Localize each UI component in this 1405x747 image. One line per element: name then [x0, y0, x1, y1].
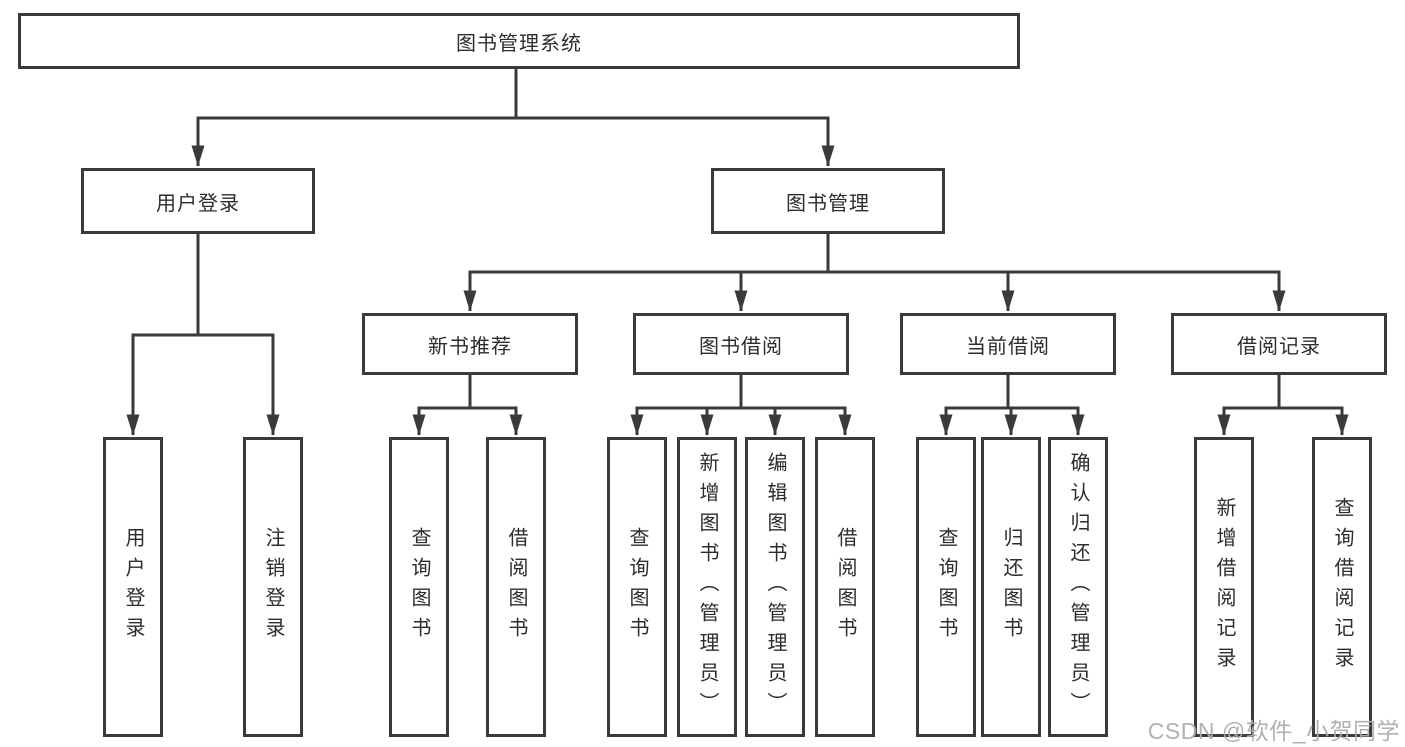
node-label: 查询图书 [935, 527, 957, 647]
node-label: 查询图书 [408, 527, 430, 647]
csdn-watermark: CSDN @软件_小贺同学 [1147, 718, 1400, 744]
node-label: 图书管理 [786, 192, 870, 215]
node-label: 确认归还（管理员） [1067, 452, 1089, 722]
node-label: 查询借阅记录 [1331, 497, 1353, 677]
node-leaf-user-login: 用户登录 [103, 437, 163, 737]
connector-new-book-rec-to-leaves [412, 373, 523, 436]
node-leaf-borrow-books-2: 借阅图书 [815, 437, 875, 737]
node-leaf-add-borrow-record: 新增借阅记录 [1194, 437, 1254, 737]
node-leaf-add-books-admin: 新增图书（管理员） [677, 437, 737, 737]
connector-borrow-records-to-leaves [1217, 373, 1349, 436]
node-label: 用户登录 [156, 192, 240, 215]
node-label: 查询图书 [626, 527, 648, 647]
node-book-borrowing: 图书借阅 [633, 313, 849, 375]
node-leaf-logout: 注销登录 [243, 437, 303, 737]
node-root-system: 图书管理系统 [18, 13, 1020, 69]
node-label: 用户登录 [122, 527, 144, 647]
node-label: 当前借阅 [966, 335, 1050, 358]
node-label: 借阅记录 [1237, 335, 1321, 358]
node-label: 编辑图书（管理员） [764, 452, 786, 722]
node-leaf-query-books-3: 查询图书 [916, 437, 976, 737]
node-label: 图书借阅 [699, 335, 783, 358]
node-label: 注销登录 [262, 527, 284, 647]
connector-book-mgmt-to-level3 [463, 232, 1286, 312]
node-label: 归还图书 [1000, 527, 1022, 647]
node-new-book-recommend: 新书推荐 [362, 313, 578, 375]
node-label: 新增借阅记录 [1213, 497, 1235, 677]
node-leaf-query-borrow-record: 查询借阅记录 [1312, 437, 1372, 737]
node-current-borrowing: 当前借阅 [900, 313, 1116, 375]
node-leaf-return-books: 归还图书 [981, 437, 1041, 737]
node-leaf-query-books-2: 查询图书 [607, 437, 667, 737]
node-user-login: 用户登录 [81, 168, 315, 234]
connector-book-borrow-to-leaves [630, 373, 852, 436]
connector-current-borrow-to-leaves [939, 373, 1085, 436]
node-leaf-query-books-1: 查询图书 [389, 437, 449, 737]
connector-user-login-to-leaves [126, 232, 280, 436]
node-book-management: 图书管理 [711, 168, 945, 234]
node-leaf-confirm-return-admin: 确认归还（管理员） [1048, 437, 1108, 737]
node-label: 新书推荐 [428, 335, 512, 358]
node-label: 图书管理系统 [456, 32, 582, 55]
node-label: 新增图书（管理员） [696, 452, 718, 722]
node-label: 借阅图书 [505, 527, 527, 647]
connector-root-to-level2 [191, 66, 835, 167]
node-label: 借阅图书 [834, 527, 856, 647]
node-borrow-records: 借阅记录 [1171, 313, 1387, 375]
node-leaf-edit-books-admin: 编辑图书（管理员） [745, 437, 805, 737]
node-leaf-borrow-books-1: 借阅图书 [486, 437, 546, 737]
